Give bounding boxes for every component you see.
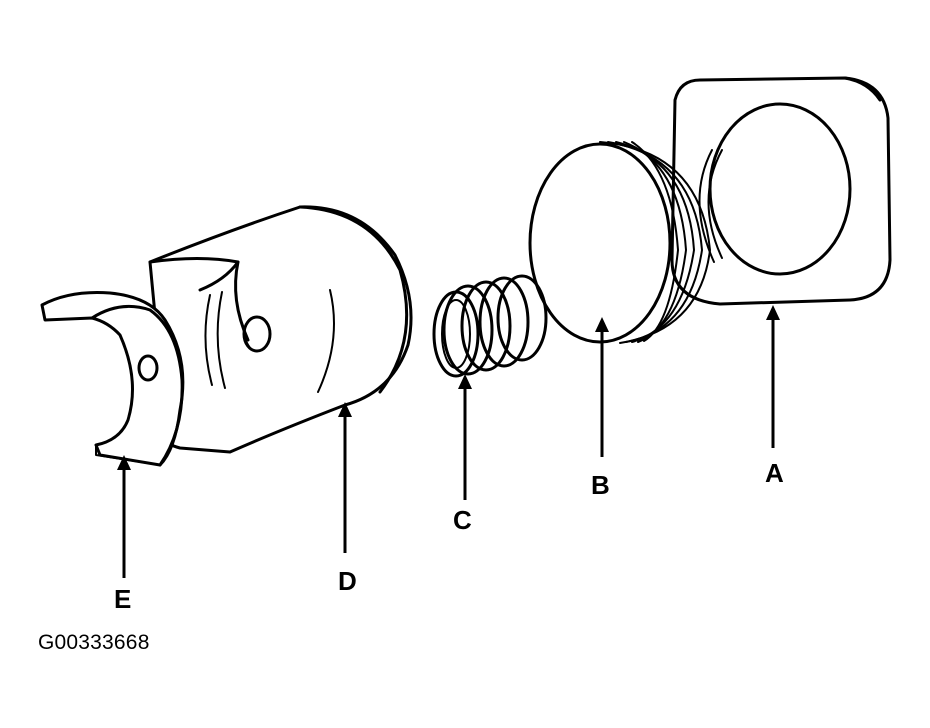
leader-arrow-d (338, 402, 352, 553)
leader-arrow-c (458, 374, 472, 500)
part-d-housing (148, 205, 413, 454)
callout-b: B (591, 470, 610, 500)
callout-d: D (338, 566, 357, 596)
figure-id: G00333668 (38, 631, 150, 654)
leader-arrow-e (117, 455, 131, 578)
part-b-threaded-disc (528, 141, 711, 344)
leader-arrow-b (595, 317, 609, 457)
part-e-clip (40, 291, 185, 467)
leader-arrow-a (766, 305, 780, 448)
callout-c: C (453, 505, 472, 535)
callout-e: E (114, 584, 131, 614)
callout-a: A (765, 458, 784, 488)
part-a-cover (670, 76, 892, 306)
part-c-spring (432, 274, 548, 378)
